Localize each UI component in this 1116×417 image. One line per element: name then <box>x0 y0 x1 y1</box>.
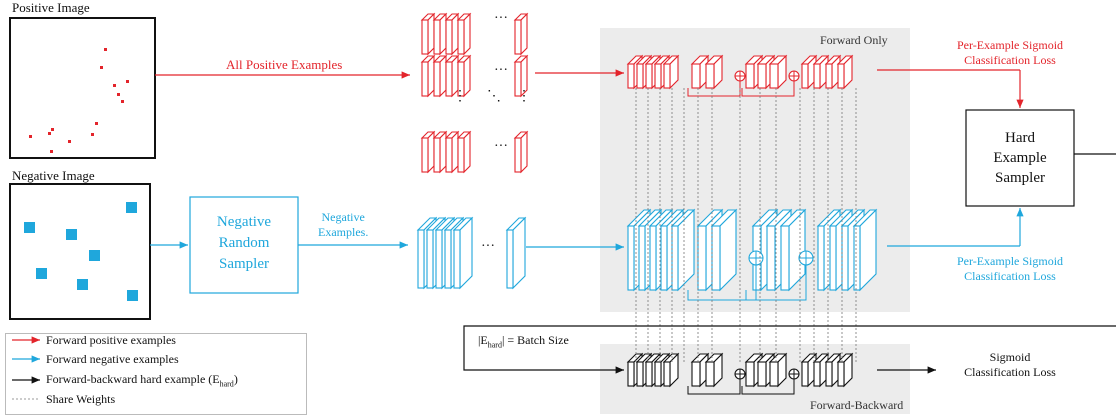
svg-text:···: ··· <box>481 239 495 254</box>
forward-backward-label: Forward-Backward <box>810 398 903 413</box>
positive-feature-stacks <box>422 14 527 172</box>
legend-pos: Forward positive examples <box>46 333 176 348</box>
all-positive-label: All Positive Examples <box>226 57 342 73</box>
legend-hard: Forward-backward hard example (Ehard) <box>46 372 238 388</box>
svg-text:···: ··· <box>494 139 508 154</box>
svg-text:⋮: ⋮ <box>517 89 531 104</box>
negative-feature-stacks <box>418 218 525 288</box>
batch-size-label: |Ehard| = Batch Size <box>478 333 569 349</box>
svg-text:⋮: ⋮ <box>453 89 467 104</box>
svg-text:···: ··· <box>494 11 508 26</box>
negative-image-label: Negative Image <box>12 168 95 184</box>
legend-neg: Forward negative examples <box>46 352 179 367</box>
svg-text:⋱: ⋱ <box>487 89 501 104</box>
legend-share: Share Weights <box>46 392 115 407</box>
positive-image-label: Positive Image <box>12 0 90 16</box>
svg-text:···: ··· <box>494 63 508 78</box>
forward-only-label: Forward Only <box>820 33 888 48</box>
